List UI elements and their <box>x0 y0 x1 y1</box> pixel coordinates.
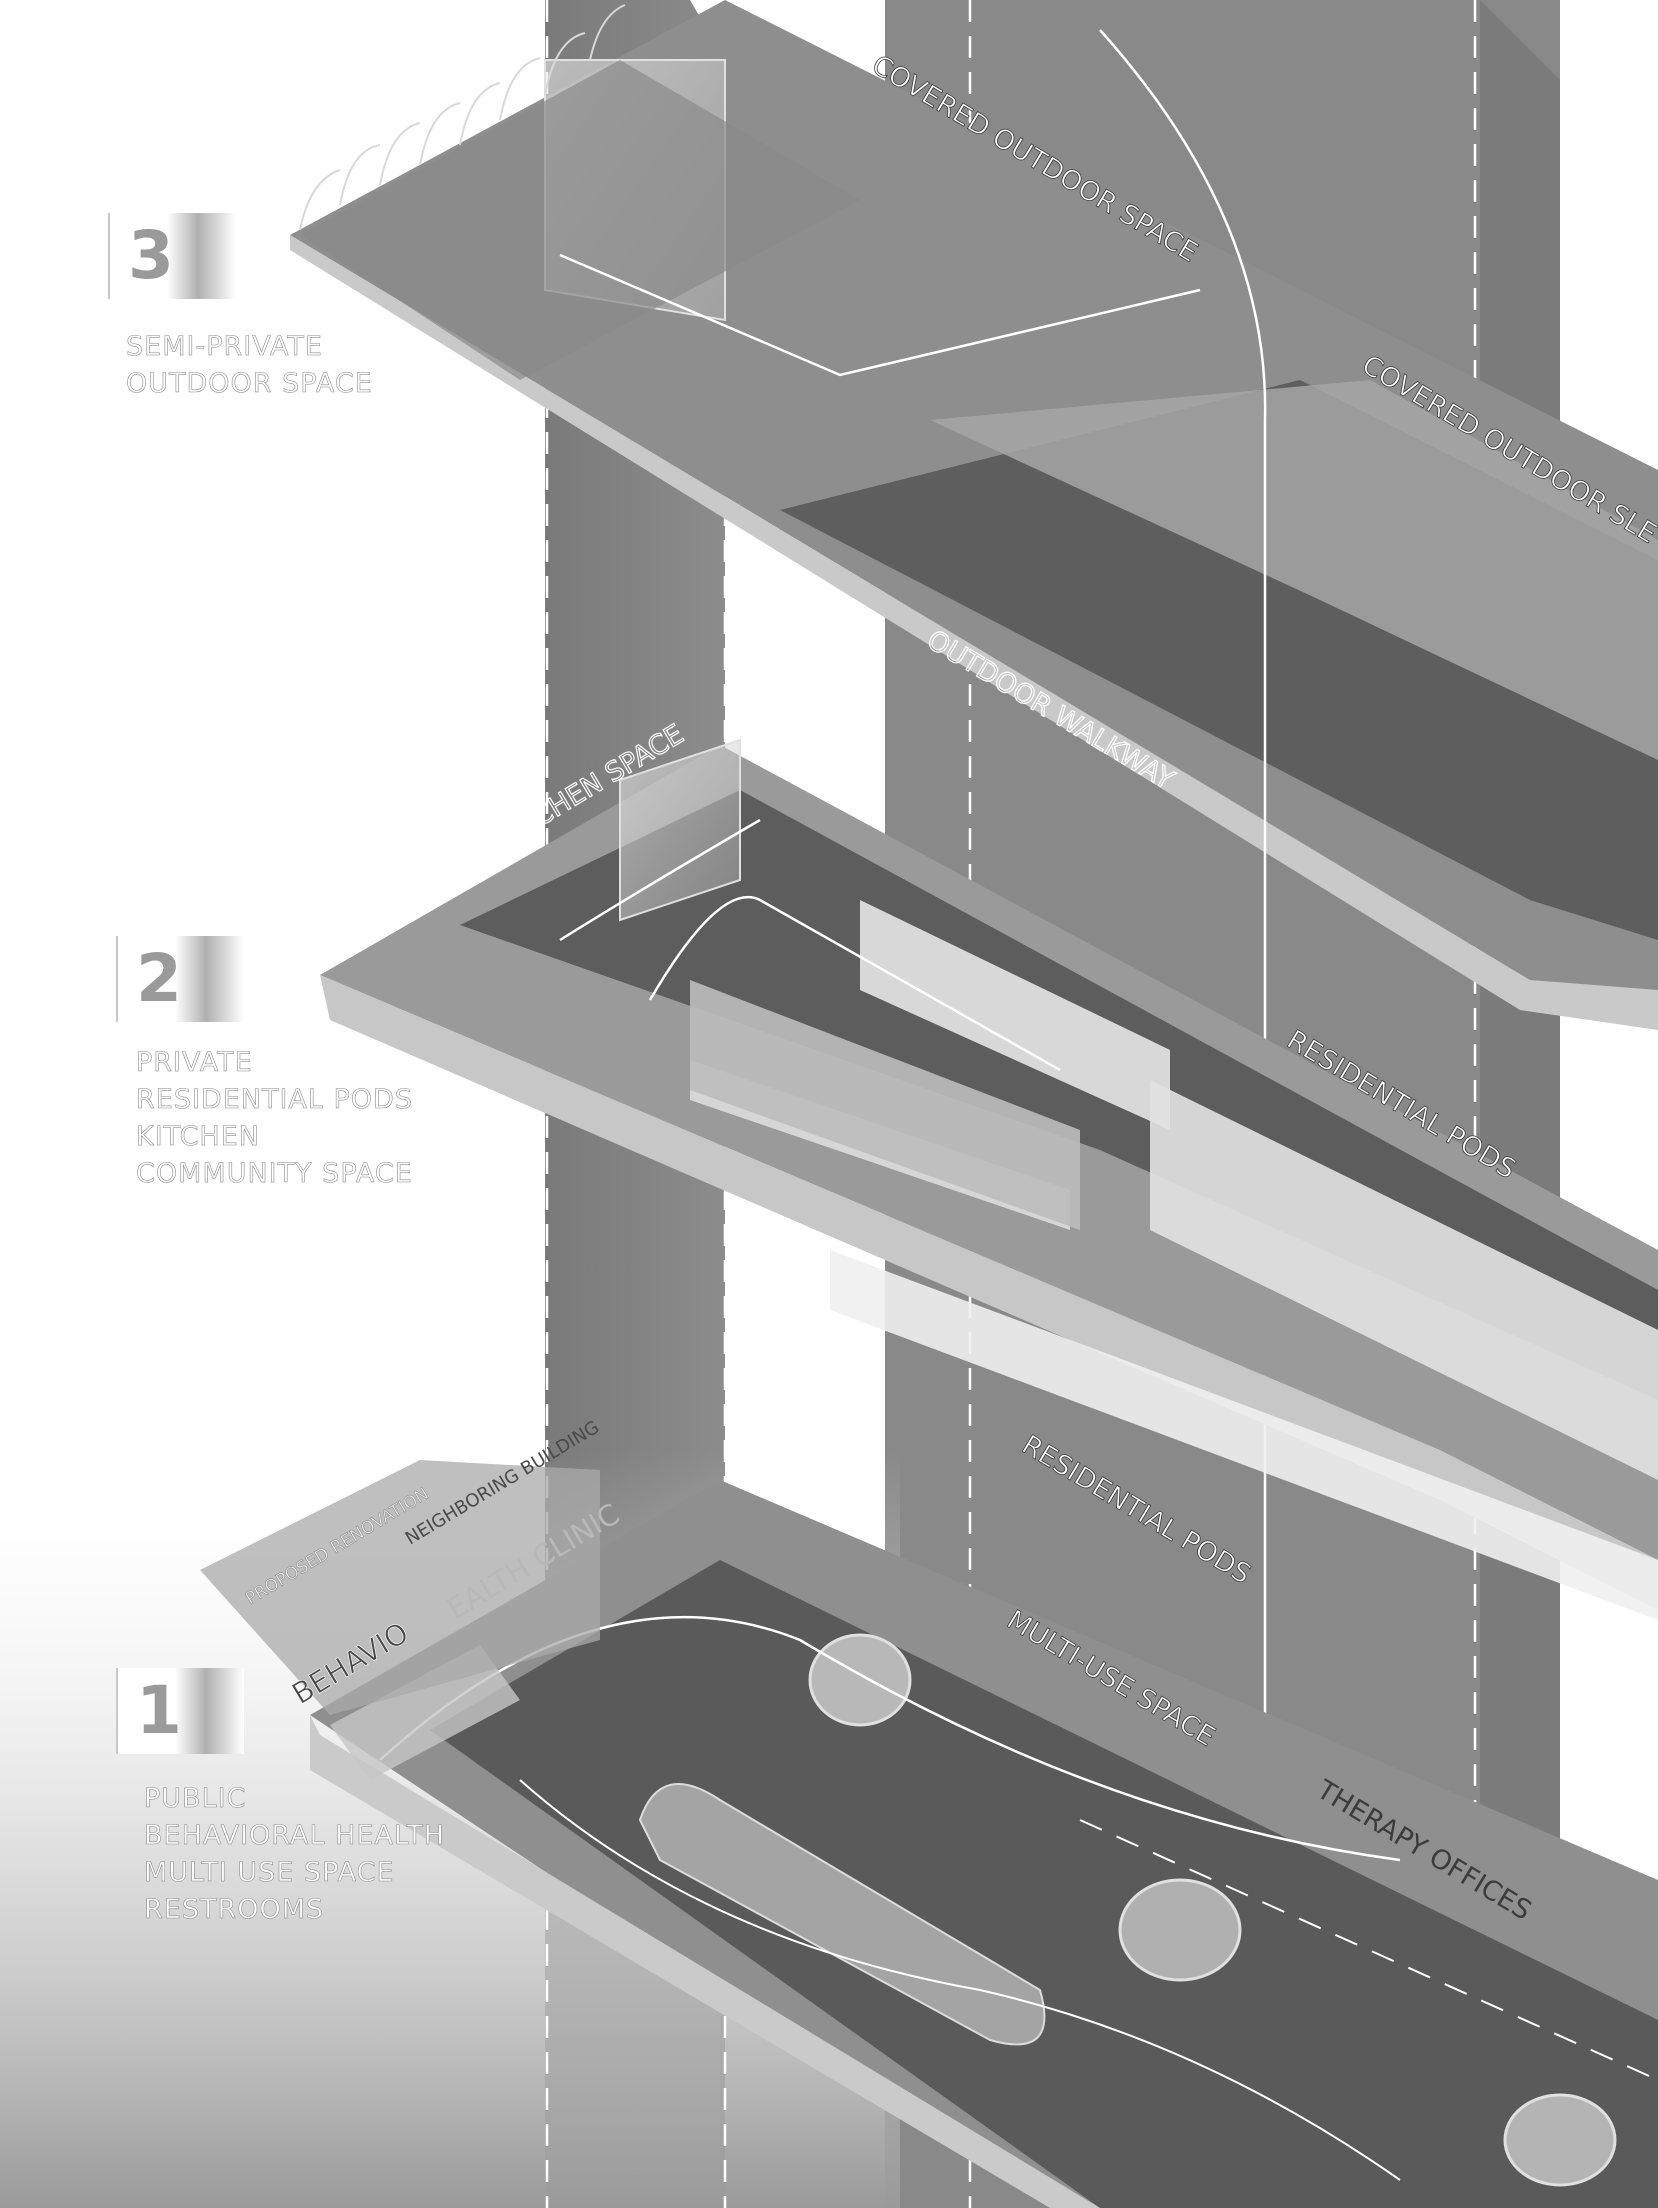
level-1-number: 1 <box>116 1668 244 1754</box>
level-2-line: PRIVATE <box>136 1047 253 1079</box>
level-1-line: MULTI USE SPACE <box>144 1857 395 1889</box>
level-1-line: RESTROOMS <box>144 1894 325 1926</box>
level-2-line: COMMUNITY SPACE <box>136 1158 413 1190</box>
level-2-number: 2 <box>116 936 244 1022</box>
level-2-line: RESIDENTIAL PODS <box>136 1084 413 1116</box>
level-3-slab <box>290 0 1658 2090</box>
level-2-description: PRIVATE RESIDENTIAL PODS KITCHEN COMMUNI… <box>136 1044 413 1192</box>
level-2-slab <box>320 738 1658 1620</box>
level-2-line: KITCHEN <box>136 1121 260 1153</box>
level-1-description: PUBLIC BEHAVIORAL HEALTH MULTI USE SPACE… <box>144 1780 445 1928</box>
level-1-line: BEHAVIORAL HEALTH <box>144 1820 446 1852</box>
neighboring-building <box>200 1460 600 1715</box>
level-1-slab <box>310 1480 1658 2208</box>
level-3-description: SEMI-PRIVATE OUTDOOR SPACE <box>126 328 373 402</box>
level-3-line: SEMI-PRIVATE <box>126 331 323 363</box>
level-3-number: 3 <box>108 213 236 299</box>
level-3-line: OUTDOOR SPACE <box>126 368 373 400</box>
level-1-line: PUBLIC <box>144 1783 247 1815</box>
planting <box>299 4 626 231</box>
